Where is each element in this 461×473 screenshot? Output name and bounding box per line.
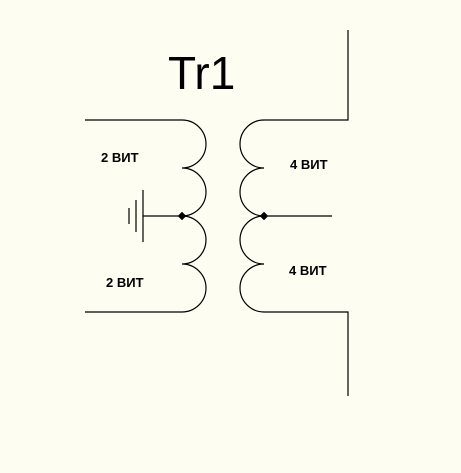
primary-upper-winding-label: 2 ВИТ [101,150,139,165]
secondary-winding [239,30,349,396]
secondary-lower-winding-label: 4 ВИТ [289,263,327,278]
primary-lower-winding-label: 2 ВИТ [106,275,144,290]
secondary-junction-dot [259,211,269,221]
secondary-upper-winding-label: 4 ВИТ [290,157,328,172]
transformer-title: Tr1 [168,47,236,99]
ground-icon [128,190,144,242]
primary-junction-dot [177,211,187,221]
